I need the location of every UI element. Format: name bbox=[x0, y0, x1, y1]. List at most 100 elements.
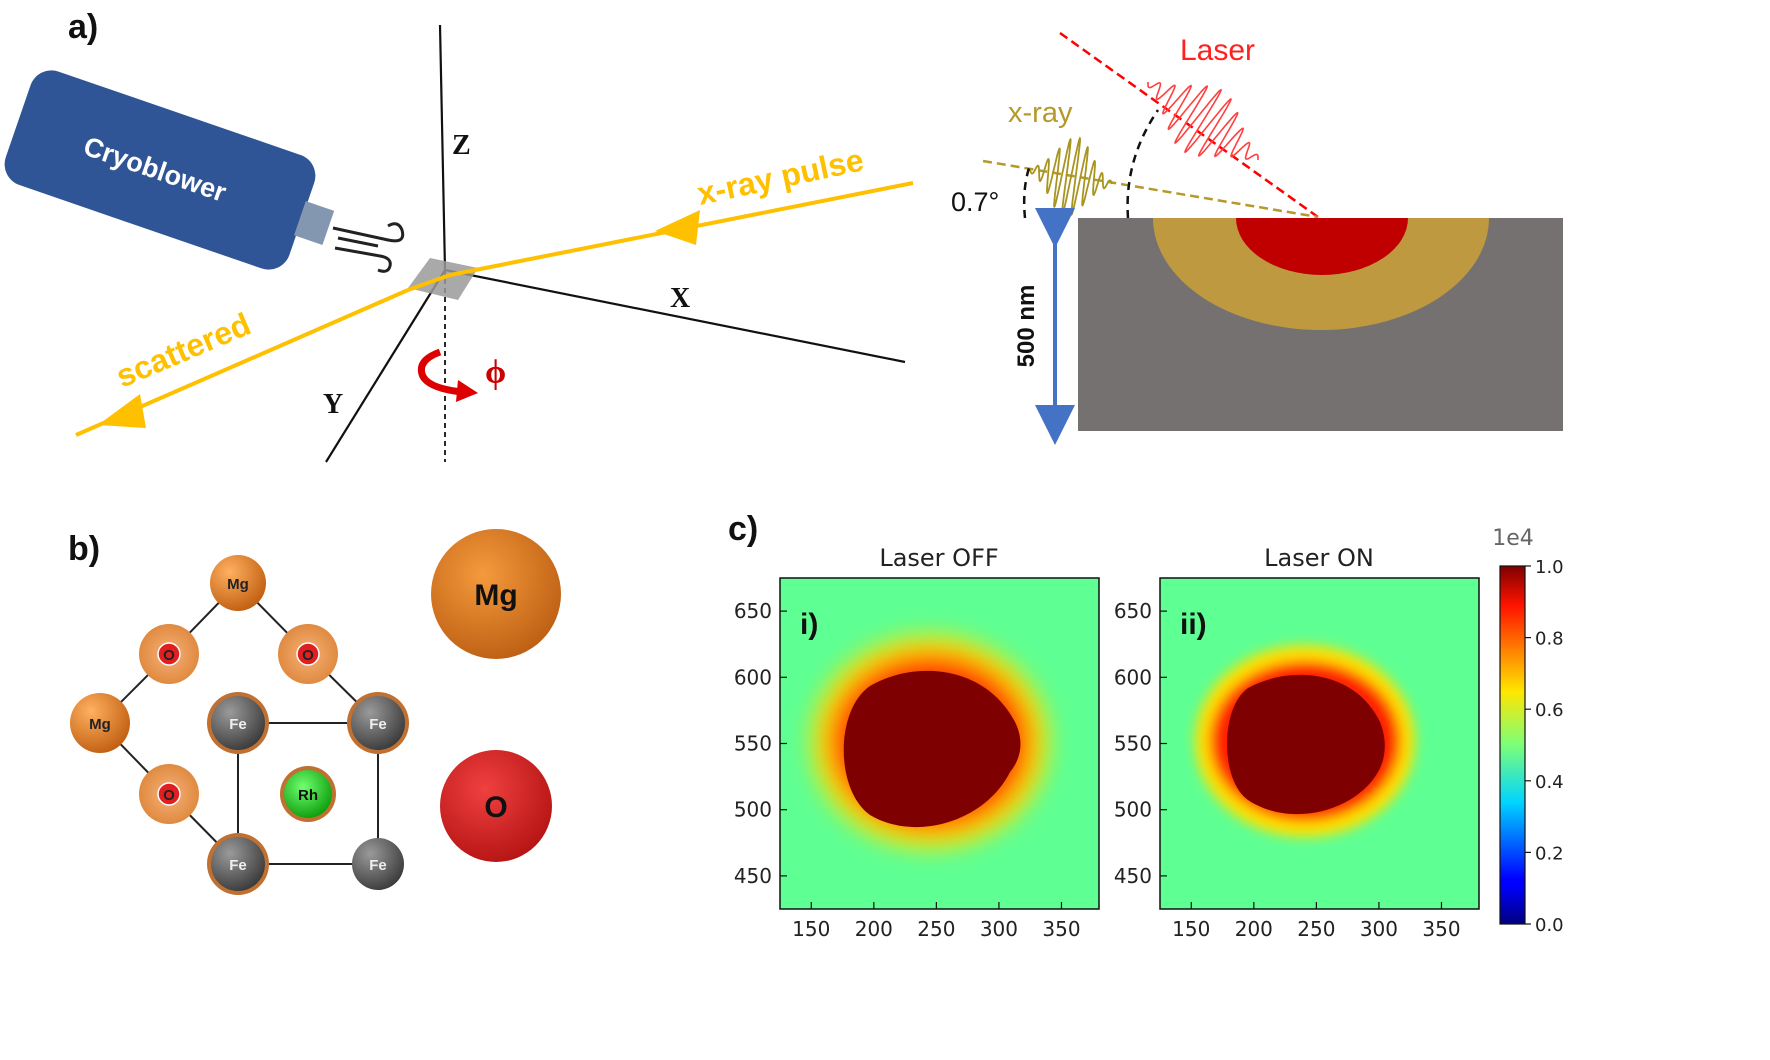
xray-wave bbox=[1029, 136, 1113, 218]
axes bbox=[325, 24, 906, 463]
panel-b: b) Mg O O Mg bbox=[68, 529, 561, 895]
colorbar-gradient bbox=[1499, 565, 1526, 925]
phi-label: ϕ bbox=[485, 354, 506, 391]
colorbar-tick-label: 0.6 bbox=[1535, 700, 1564, 721]
colorbar-tick-label: 1.0 bbox=[1535, 557, 1564, 578]
angle-arc-xray bbox=[1022, 164, 1032, 219]
laser-label: Laser bbox=[1180, 34, 1255, 67]
scattered-label: scattered bbox=[111, 306, 256, 395]
atom-o-lower: O bbox=[139, 764, 199, 824]
y-tick-label: 550 bbox=[734, 732, 772, 756]
x-tick-label: 350 bbox=[1422, 917, 1460, 941]
angle-label: 0.7° bbox=[951, 187, 999, 217]
svg-text:O: O bbox=[163, 647, 175, 664]
heated-core bbox=[1236, 218, 1408, 275]
svg-text:Mg: Mg bbox=[227, 576, 249, 593]
panel-a-label: a) bbox=[68, 8, 98, 46]
svg-text:Mg: Mg bbox=[89, 716, 111, 733]
colorbar-exponent: 1e4 bbox=[1492, 526, 1534, 551]
rotation-arrow-icon bbox=[417, 348, 478, 402]
colorbar-ticks: 1.00.80.60.40.20.0 bbox=[1525, 557, 1564, 936]
y-tick-label: 500 bbox=[734, 798, 772, 822]
heatmap-laser-off: Laser OFF i) 150 200 250 300 350 650 600 550 500… bbox=[734, 544, 1100, 941]
xray-label: x-ray bbox=[1008, 97, 1073, 129]
y-tick-label: 500 bbox=[1114, 798, 1152, 822]
subplot-title-on: Laser ON bbox=[1264, 544, 1374, 572]
atom-rh: Rh bbox=[280, 766, 336, 822]
atom-mg-left: Mg bbox=[70, 693, 130, 753]
atom-fe-2: Fe bbox=[347, 692, 409, 754]
x-tick-label: 200 bbox=[855, 917, 893, 941]
x-tick-label: 350 bbox=[1042, 917, 1080, 941]
panel-c-label: c) bbox=[728, 510, 758, 548]
x-axis-label: X bbox=[670, 283, 690, 314]
cryoblower: Cryoblower bbox=[4, 70, 335, 270]
atom-fe-3: Fe bbox=[207, 833, 269, 895]
y-tick-label: 600 bbox=[1114, 665, 1152, 689]
saturated-region-on bbox=[1227, 674, 1385, 815]
y-tick-label: 550 bbox=[1114, 732, 1152, 756]
y-tick-label: 600 bbox=[734, 665, 772, 689]
y-tick-label: 650 bbox=[1114, 599, 1152, 623]
colorbar-tick-label: 0.2 bbox=[1535, 843, 1564, 864]
cryoblower-nozzle bbox=[294, 201, 335, 245]
z-axis-label: Z bbox=[452, 130, 471, 161]
svg-text:Mg: Mg bbox=[474, 579, 517, 612]
x-tick-label: 200 bbox=[1235, 917, 1273, 941]
svg-text:Rh: Rh bbox=[298, 787, 318, 804]
x-tick-label: 250 bbox=[1297, 917, 1335, 941]
airflow-icon bbox=[332, 222, 405, 273]
atom-mg-top: Mg bbox=[210, 555, 266, 611]
svg-text:Fe: Fe bbox=[369, 857, 387, 874]
subplot-title-off: Laser OFF bbox=[879, 544, 998, 572]
legend-mg: Mg bbox=[431, 529, 561, 659]
cryoblower-body bbox=[4, 70, 316, 270]
svg-text:O: O bbox=[163, 787, 175, 804]
x-tick-label: 150 bbox=[792, 917, 830, 941]
colorbar: 1e4 1.00.80.60.40.20.0 bbox=[1492, 526, 1563, 936]
subplot-tag-on: ii) bbox=[1180, 608, 1207, 641]
svg-text:Fe: Fe bbox=[229, 716, 247, 733]
y-tick-label: 450 bbox=[1114, 864, 1152, 888]
panel-a: a) Cryoblower Z X Y bbox=[4, 8, 1563, 463]
xray-beam-line bbox=[982, 159, 1319, 219]
panel-b-label: b) bbox=[68, 530, 100, 568]
svg-text:O: O bbox=[484, 791, 507, 824]
y-tick-label: 650 bbox=[734, 599, 772, 623]
y-axis bbox=[325, 269, 446, 463]
xray-pulse-label: x-ray pulse bbox=[694, 142, 867, 212]
x-axis bbox=[444, 268, 906, 364]
laser-wave bbox=[1147, 82, 1259, 160]
colorbar-tick-label: 0.8 bbox=[1535, 629, 1564, 650]
x-tick-label: 300 bbox=[1360, 917, 1398, 941]
panel-c: c) Laser OFF i) 150 200 250 300 350 650 600 550… bbox=[728, 510, 1564, 941]
svg-text:Fe: Fe bbox=[369, 716, 387, 733]
z-axis bbox=[438, 24, 447, 271]
svg-text:O: O bbox=[302, 647, 314, 664]
subplot-tag-off: i) bbox=[800, 608, 818, 641]
atom-o-left: O bbox=[139, 624, 199, 684]
grazing-inset: Laser x-ray 0.7° 500 nm bbox=[951, 31, 1563, 445]
scattered-beam bbox=[75, 273, 451, 437]
atom-o-right: O bbox=[278, 624, 338, 684]
atom-fe-4: Fe bbox=[352, 838, 404, 890]
atom-fe-1: Fe bbox=[207, 692, 269, 754]
saturated-region-off bbox=[843, 670, 1021, 828]
depth-label: 500 nm bbox=[1013, 285, 1040, 368]
x-tick-label: 300 bbox=[980, 917, 1018, 941]
axis-ticks-off: 150 200 250 300 350 650 600 550 500 450 bbox=[734, 599, 1081, 941]
y-tick-label: 450 bbox=[734, 864, 772, 888]
xray-beam bbox=[449, 181, 914, 277]
colorbar-tick-label: 0.0 bbox=[1535, 915, 1564, 936]
angle-arc-laser bbox=[1126, 109, 1160, 219]
y-axis-label: Y bbox=[323, 389, 343, 420]
svg-text:Fe: Fe bbox=[229, 857, 247, 874]
scattered-arrow-head bbox=[98, 394, 146, 428]
laser-beam-line bbox=[1059, 31, 1319, 219]
x-tick-label: 250 bbox=[917, 917, 955, 941]
legend-o: O bbox=[440, 750, 552, 862]
